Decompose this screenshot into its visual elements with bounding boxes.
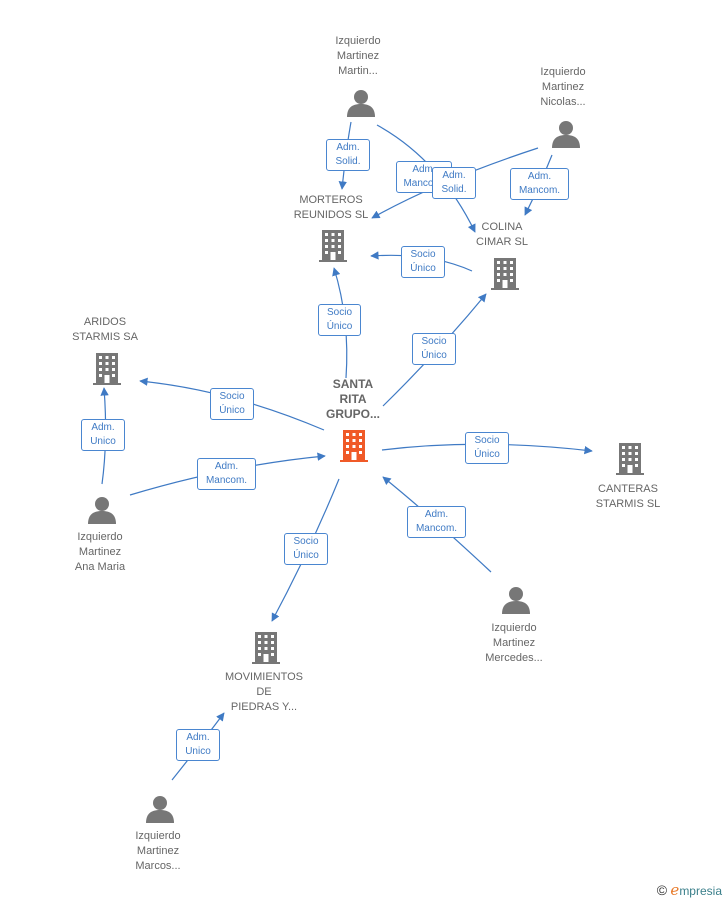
edge-label-e9: Adm. Unico xyxy=(81,419,125,451)
building-icon[interactable] xyxy=(93,353,121,385)
building-icon[interactable] xyxy=(252,632,280,664)
person-icon[interactable] xyxy=(146,796,174,823)
edge-label-e14: Adm. Unico xyxy=(176,729,220,761)
edge-label-e12: Adm. Mancom. xyxy=(407,506,466,538)
building-icon[interactable] xyxy=(491,258,519,290)
person-label-marcos[interactable]: Izquierdo Martinez Marcos... xyxy=(135,830,181,872)
brand-name: mpresia xyxy=(679,884,722,898)
brand-logo-initial: e xyxy=(670,881,680,899)
person-icon[interactable] xyxy=(502,587,530,614)
copyright-symbol: © xyxy=(656,882,668,898)
main-building-icon[interactable] xyxy=(340,430,368,462)
company-label-colina[interactable]: COLINA CIMAR SL xyxy=(476,221,528,248)
edge-label-e13: Socio Único xyxy=(284,533,328,565)
person-label-ana-maria[interactable]: Izquierdo Martinez Ana Maria xyxy=(74,531,126,573)
company-label-morteros[interactable]: MORTEROS REUNIDOS SL xyxy=(293,194,369,221)
edge-label-e7: Socio Único xyxy=(412,333,456,365)
building-icon[interactable] xyxy=(616,443,644,475)
building-icon[interactable] xyxy=(319,230,347,262)
empresia-brand: © empresia xyxy=(657,881,722,899)
person-label-mercedes[interactable]: Izquierdo Martinez Mercedes... xyxy=(485,622,543,664)
person-icon[interactable] xyxy=(552,121,580,148)
main-company-label[interactable]: SANTA RITA GRUPO... xyxy=(325,377,380,421)
edge-label-e11: Socio Único xyxy=(465,432,509,464)
company-label-aridos[interactable]: ARIDOS STARMIS SA xyxy=(72,316,138,343)
edge-label-e10: Adm. Mancom. xyxy=(197,458,256,490)
company-label-canteras[interactable]: CANTERAS STARMIS SL xyxy=(595,483,661,510)
edge-label-e5: Socio Único xyxy=(401,246,445,278)
company-label-movimientos[interactable]: MOVIMIENTOS DE PIEDRAS Y... xyxy=(224,671,304,713)
edge-label-e1: Adm. Solid. xyxy=(326,139,370,171)
edge-label-e4: Adm. Mancom. xyxy=(510,168,569,200)
person-label-nicolas[interactable]: Izquierdo Martinez Nicolas... xyxy=(540,66,586,108)
edge-label-e6: Socio Único xyxy=(318,304,361,336)
person-icon[interactable] xyxy=(88,497,116,524)
edge-label-e8: Socio Único xyxy=(210,388,254,420)
edge-label-e3: Adm. Solid. xyxy=(432,167,476,199)
person-icon[interactable] xyxy=(347,90,375,117)
person-label-martin[interactable]: Izquierdo Martinez Martin... xyxy=(335,35,381,77)
